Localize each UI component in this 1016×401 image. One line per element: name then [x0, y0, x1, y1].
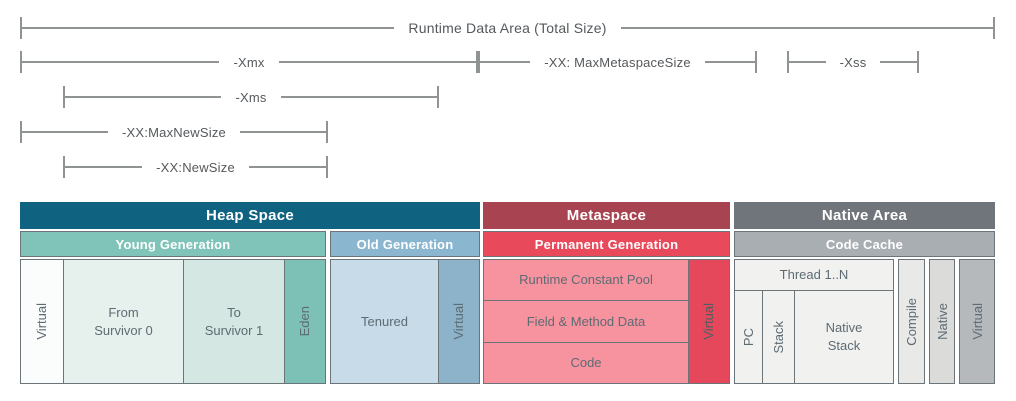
native-area-header: Native Area [734, 202, 995, 229]
native-virtual-cell: Virtual [959, 259, 995, 384]
dim-tick [63, 86, 65, 108]
eden-label: Eden [297, 306, 313, 337]
dim-label-new-size: -XX:NewSize [156, 159, 235, 175]
thread-group: Thread 1..N PC Stack Native Stack [734, 259, 894, 384]
heap-virtual-cell: Virtual [21, 260, 63, 383]
dim-label-max-metaspace-size: -XX: MaxMetaspaceSize [544, 54, 691, 70]
dim-tick [20, 51, 22, 73]
dim-tick [476, 51, 479, 73]
heap-virtual-label: Virtual [34, 303, 50, 340]
dim-max-new-size: -XX:MaxNewSize [20, 121, 328, 143]
dim-new-size: -XX:NewSize [63, 156, 328, 178]
dim-line [620, 27, 994, 29]
dim-tick [478, 51, 480, 73]
native-label: Native [934, 303, 950, 340]
dim-label-runtime-data-area: Runtime Data Area (Total Size) [408, 20, 607, 36]
dim-tick [787, 51, 789, 73]
permanent-generation-subheader: Permanent Generation [483, 231, 730, 257]
compile-cell: Compile [898, 259, 925, 384]
dim-line [880, 61, 917, 63]
dim-line [789, 61, 826, 63]
from-survivor-0-cell: From Survivor 0 [64, 260, 183, 383]
pc-label: PC [740, 327, 756, 347]
dim-tick [20, 17, 22, 39]
stack-cell: Stack [763, 291, 794, 383]
eden-cell: Eden [285, 260, 325, 383]
thread-1n-cell: Thread 1..N [735, 260, 893, 290]
metaspace-group: Runtime Constant Pool Field & Method Dat… [483, 259, 730, 384]
dim-xss: -Xss [787, 51, 919, 73]
dim-line [239, 131, 326, 133]
dim-line [65, 166, 143, 168]
dim-label-xss: -Xss [839, 54, 867, 70]
dim-line [704, 61, 756, 63]
dim-line [22, 61, 220, 63]
young-generation-subheader: Young Generation [20, 231, 326, 257]
old-generation-group: Tenured Virtual [330, 259, 480, 384]
dim-xmx: -Xmx [20, 51, 479, 73]
dim-tick [20, 121, 22, 143]
dim-tick [993, 17, 996, 39]
code-cell: Code [484, 343, 688, 383]
metaspace-header: Metaspace [483, 202, 730, 229]
tenured-cell: Tenured [331, 260, 438, 383]
dim-max-metaspace-size: -XX: MaxMetaspaceSize [478, 51, 758, 73]
dim-label-max-new-size: -XX:MaxNewSize [122, 124, 226, 140]
field-method-data-cell: Field & Method Data [484, 301, 688, 342]
dim-tick [326, 156, 328, 178]
to-survivor-1-cell: To Survivor 1 [184, 260, 284, 383]
dim-tick [326, 121, 328, 143]
dim-tick [755, 51, 758, 73]
dim-line [65, 96, 222, 98]
native-cell: Native [929, 259, 955, 384]
dim-tick [437, 86, 440, 108]
old-virtual-label: Virtual [451, 303, 467, 340]
stack-label: Stack [770, 320, 786, 354]
dim-line [22, 131, 109, 133]
dim-line [278, 61, 477, 63]
compile-label: Compile [904, 297, 919, 346]
young-generation-group: Virtual From Survivor 0 To Survivor 1 Ed… [20, 259, 326, 384]
old-virtual-cell: Virtual [439, 260, 479, 383]
dim-runtime-data-area: Runtime Data Area (Total Size) [20, 17, 996, 39]
native-virtual-label: Virtual [969, 303, 985, 340]
dim-label-xms: -Xms [235, 89, 267, 105]
dim-line [22, 27, 395, 29]
dim-line [280, 96, 438, 98]
heap-space-header: Heap Space [20, 202, 480, 229]
dim-xms: -Xms [63, 86, 440, 108]
metaspace-rows: Runtime Constant Pool Field & Method Dat… [484, 260, 688, 383]
metaspace-virtual-label: Virtual [701, 303, 717, 340]
metaspace-virtual-cell: Virtual [689, 260, 729, 383]
code-cache-subheader: Code Cache [734, 231, 995, 257]
old-generation-subheader: Old Generation [330, 231, 480, 257]
pc-cell: PC [735, 291, 762, 383]
dim-tick [917, 51, 919, 73]
dim-label-xmx: -Xmx [233, 54, 265, 70]
dim-tick [63, 156, 65, 178]
dim-line [480, 61, 531, 63]
native-stack-cell: Native Stack [795, 291, 893, 383]
runtime-constant-pool-cell: Runtime Constant Pool [484, 260, 688, 300]
dim-line [248, 166, 326, 168]
